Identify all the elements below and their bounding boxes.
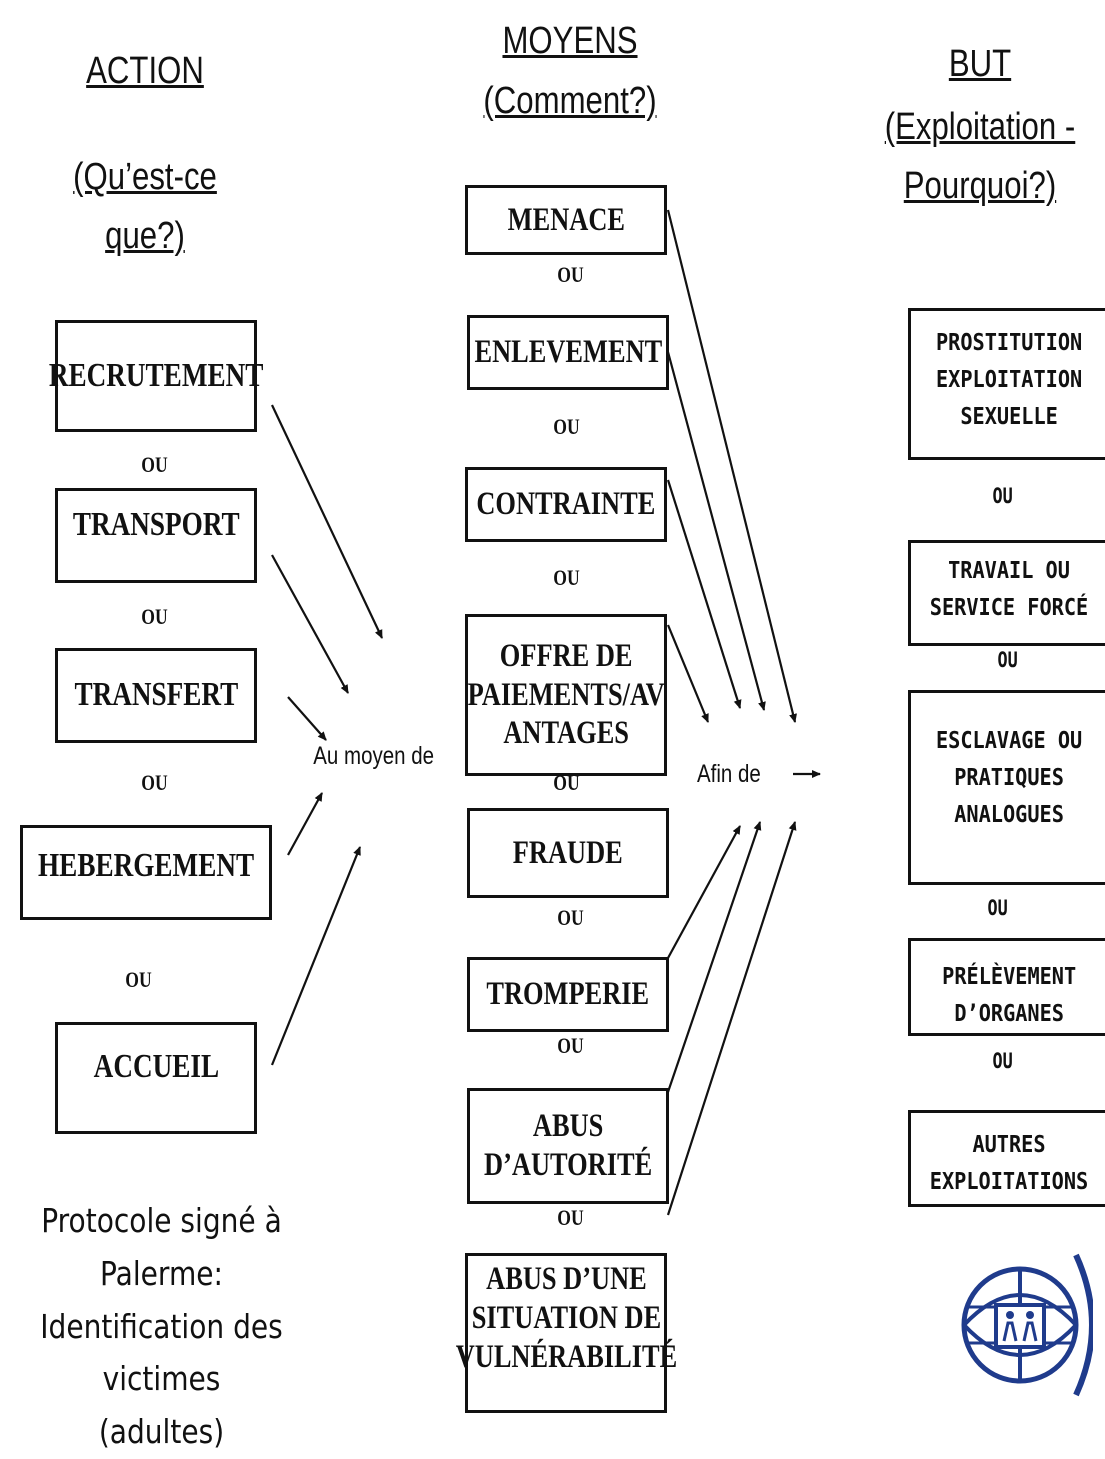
action-box-transport: TRANSPORT bbox=[55, 488, 257, 583]
moyen-box-fraude: FRAUDE bbox=[467, 808, 669, 898]
iom-logo-icon bbox=[961, 1253, 1093, 1397]
arrow-enlevement bbox=[666, 351, 766, 711]
ou-separator: OU bbox=[997, 648, 1018, 672]
arrow-transfert bbox=[287, 696, 327, 741]
action-label: TRANSPORT bbox=[72, 506, 240, 543]
arrow-abus-vulnerabilite bbox=[666, 821, 797, 1216]
moyen-label: CONTRAINTE bbox=[476, 486, 656, 523]
but-box-organes: PRÉLÈVEMENT D’ORGANES bbox=[908, 938, 1105, 1036]
ou-separator: OU bbox=[557, 262, 584, 287]
moyens-title: MOYENS bbox=[502, 20, 638, 62]
but-label: ESCLAVAGE OU PRATIQUES ANALOGUES bbox=[935, 728, 1083, 828]
moyen-box-offre: OFFRE DE PAIEMENTS/AV ANTAGES bbox=[465, 614, 667, 776]
afin-de-label: Afin de bbox=[697, 760, 761, 788]
ou-separator: OU bbox=[557, 1033, 584, 1058]
moyen-label: FRAUDE bbox=[513, 834, 623, 871]
action-label: HEBERGEMENT bbox=[37, 847, 255, 884]
protocol-caption: Protocole signé à Palerme: Identificatio… bbox=[40, 1201, 283, 1452]
but-box-autres: AUTRES EXPLOITATIONS bbox=[908, 1110, 1105, 1207]
connector-arrows bbox=[270, 209, 821, 1216]
moyen-box-abus-vulnerabilite: ABUS D’UNE SITUATION DE VULNÉRABILITÉ bbox=[455, 1253, 677, 1413]
moyen-label: ABUS D’AUTORITÉ bbox=[483, 1108, 653, 1183]
moyen-label: MENACE bbox=[507, 201, 625, 238]
arrow-accueil bbox=[270, 846, 362, 1066]
but-box-travail-force: TRAVAIL OU SERVICE FORCÉ bbox=[908, 540, 1105, 646]
ou-separator: OU bbox=[141, 452, 168, 477]
action-box-accueil: ACCUEIL bbox=[55, 1022, 257, 1134]
ou-separator: OU bbox=[992, 1049, 1013, 1073]
but-box-prostitution: PROSTITUTION EXPLOITATION SEXUELLE bbox=[908, 308, 1105, 460]
moyen-box-menace: MENACE bbox=[465, 185, 667, 255]
ou-separator: OU bbox=[553, 770, 580, 795]
action-box-transfert: TRANSFERT bbox=[55, 648, 257, 743]
arrow-offre bbox=[666, 624, 710, 723]
arrow-contrainte bbox=[666, 479, 742, 709]
moyen-label: OFFRE DE PAIEMENTS/AV ANTAGES bbox=[467, 637, 665, 752]
arrow-menace bbox=[666, 209, 797, 723]
ou-separator: OU bbox=[141, 770, 168, 795]
arrow-abus-autorite bbox=[666, 821, 762, 1093]
but-label: TRAVAIL OU SERVICE FORCÉ bbox=[929, 558, 1089, 621]
au-moyen-de-label: Au moyen de bbox=[313, 742, 435, 770]
but-subtitle: (Exploitation - Pourquoi?) bbox=[884, 106, 1076, 207]
action-label: RECRUTEMENT bbox=[48, 356, 264, 394]
but-label: PRÉLÈVEMENT D’ORGANES bbox=[941, 964, 1077, 1027]
moyen-label: ENLEVEMENT bbox=[474, 334, 662, 371]
action-box-recrutement: RECRUTEMENT bbox=[49, 320, 263, 432]
moyen-box-tromperie: TROMPERIE bbox=[467, 957, 669, 1032]
action-title: ACTION bbox=[86, 50, 204, 92]
moyen-box-abus-autorite: ABUS D’AUTORITÉ bbox=[467, 1088, 669, 1204]
moyen-box-contrainte: CONTRAINTE bbox=[465, 467, 667, 542]
moyen-label: TROMPERIE bbox=[486, 976, 650, 1013]
ou-separator: OU bbox=[141, 604, 168, 629]
ou-separator: OU bbox=[987, 896, 1008, 920]
arrow-tromperie bbox=[667, 825, 741, 959]
but-label: AUTRES EXPLOITATIONS bbox=[929, 1132, 1089, 1195]
action-label: ACCUEIL bbox=[93, 1048, 219, 1085]
action-label: TRANSFERT bbox=[74, 676, 238, 714]
moyens-subtitle: (Comment?) bbox=[483, 80, 657, 122]
moyen-box-enlevement: ENLEVEMENT bbox=[467, 315, 669, 390]
ou-separator: OU bbox=[992, 484, 1013, 508]
ou-separator: OU bbox=[557, 905, 584, 930]
arrow-transport bbox=[271, 554, 349, 694]
ou-separator: OU bbox=[557, 1205, 584, 1230]
action-subtitle: (Qu’est-ce que?) bbox=[73, 156, 217, 257]
but-label: PROSTITUTION EXPLOITATION SEXUELLE bbox=[935, 330, 1083, 430]
ou-separator: OU bbox=[553, 414, 580, 439]
but-title: BUT bbox=[948, 43, 1012, 85]
but-box-esclavage: ESCLAVAGE OU PRATIQUES ANALOGUES bbox=[908, 690, 1105, 885]
action-box-hebergement: HEBERGEMENT bbox=[20, 825, 272, 920]
ou-separator: OU bbox=[553, 565, 580, 590]
arrow-hebergement bbox=[287, 792, 323, 856]
ou-separator: OU bbox=[125, 967, 152, 992]
arrow-recrutement bbox=[271, 404, 383, 639]
moyen-label: ABUS D’UNE SITUATION DE VULNÉRABILITÉ bbox=[455, 1261, 677, 1375]
